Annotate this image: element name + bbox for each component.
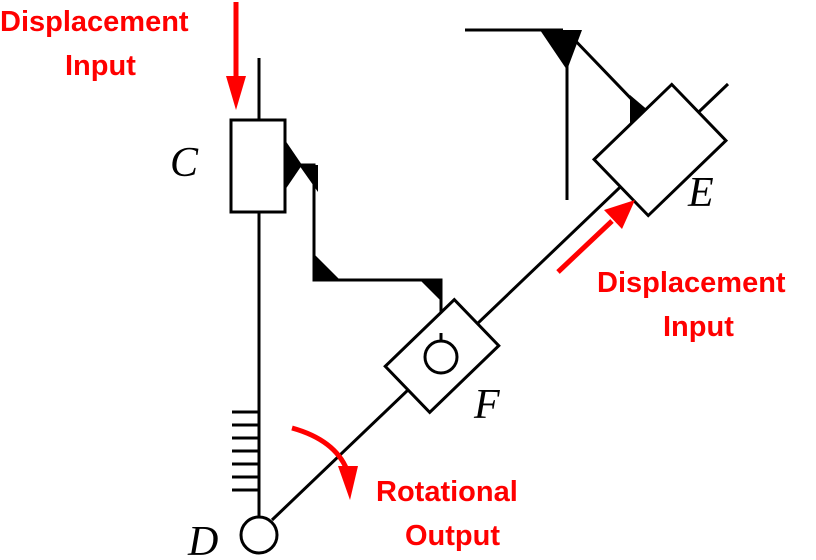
rotation-arrow-head: [338, 466, 358, 500]
label-c: C: [170, 140, 199, 186]
slider-e: [591, 82, 729, 218]
annotation-rotation-line1: Rotational: [376, 476, 518, 508]
input-arrow-e-shaft: [556, 219, 614, 274]
annotation-right-line1: Displacement: [597, 267, 786, 299]
annotation-right-line2: Input: [663, 311, 734, 343]
rotation-arrow-arc: [291, 425, 350, 472]
slider-c: [229, 118, 287, 214]
pivot-d: [239, 515, 279, 555]
weld-c: [285, 140, 302, 190]
weld-corner-bottom: [314, 254, 340, 280]
label-d: D: [187, 519, 218, 560]
pivot-f: [423, 339, 459, 375]
annotation-top-left-line2: Input: [65, 50, 136, 82]
weld-f-top: [420, 280, 441, 301]
label-f: F: [473, 382, 500, 428]
fixed-frame-diagonal: [565, 30, 642, 110]
ground-hatch: [232, 410, 259, 492]
label-e: E: [687, 170, 714, 216]
weld-frame-top: [540, 30, 582, 70]
annotation-rotation-line2: Output: [405, 520, 500, 552]
input-arrow-e-head: [604, 200, 635, 229]
connector-link-c-f: [285, 163, 443, 333]
weld-corner-top: [299, 165, 318, 192]
annotation-top-left-line1: Displacement: [0, 6, 189, 38]
input-arrow-c-head: [226, 76, 246, 110]
